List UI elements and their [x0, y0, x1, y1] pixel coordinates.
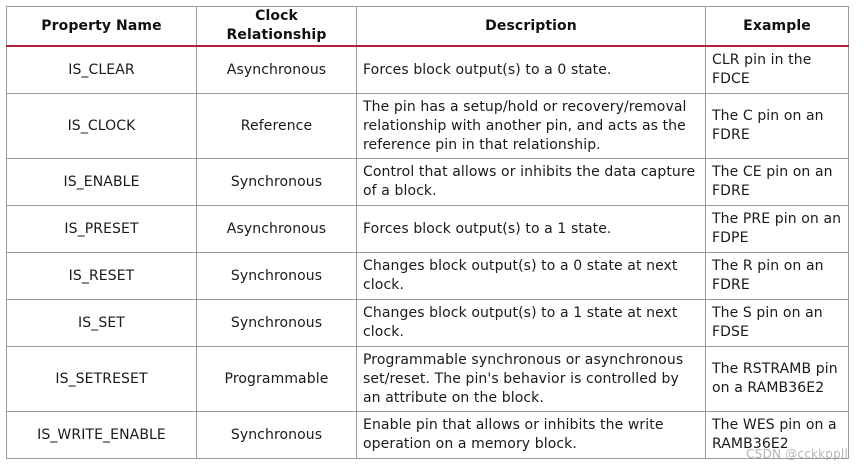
property-name-cell: IS_SET	[6, 299, 197, 347]
header-example: Example	[705, 6, 849, 47]
description-cell: Changes block output(s) to a 0 state at …	[356, 252, 706, 300]
table-row: IS_CLEAR Asynchronous Forces block outpu…	[6, 45, 849, 94]
example-cell: The S pin on an FDSE	[705, 299, 849, 347]
table-header: Property Name Clock Relationship Descrip…	[6, 6, 849, 47]
property-name-cell: IS_RESET	[6, 252, 197, 300]
header-clock-relationship: Clock Relationship	[196, 6, 357, 47]
description-cell: Programmable synchronous or asynchronous…	[356, 346, 706, 412]
table-row: IS_CLOCK Reference The pin has a setup/h…	[6, 93, 849, 159]
property-name-cell: IS_SETRESET	[6, 346, 197, 412]
description-cell: The pin has a setup/hold or recovery/rem…	[356, 93, 706, 159]
table-row: IS_WRITE_ENABLE Synchronous Enable pin t…	[6, 411, 849, 459]
watermark: CSDN @cckkppll	[746, 447, 848, 461]
header-row: Property Name Clock Relationship Descrip…	[6, 6, 849, 47]
clock-relationship-cell: Synchronous	[196, 252, 357, 300]
table-row: IS_PRESET Asynchronous Forces block outp…	[6, 205, 849, 253]
example-cell: CLR pin in the FDCE	[705, 45, 849, 94]
description-cell: Changes block output(s) to a 1 state at …	[356, 299, 706, 347]
description-cell: Control that allows or inhibits the data…	[356, 158, 706, 206]
example-cell: The C pin on an FDRE	[705, 93, 849, 159]
clock-relationship-cell: Synchronous	[196, 411, 357, 459]
clock-relationship-cell: Synchronous	[196, 158, 357, 206]
clock-relationship-cell: Asynchronous	[196, 205, 357, 253]
clock-relationship-cell: Synchronous	[196, 299, 357, 347]
table-row: IS_RESET Synchronous Changes block outpu…	[6, 252, 849, 300]
property-name-cell: IS_WRITE_ENABLE	[6, 411, 197, 459]
description-cell: Forces block output(s) to a 1 state.	[356, 205, 706, 253]
property-name-cell: IS_CLEAR	[6, 45, 197, 94]
header-property-name: Property Name	[6, 6, 197, 47]
example-cell: The RSTRAMB pin on a RAMB36E2	[705, 346, 849, 412]
table-row: IS_ENABLE Synchronous Control that allow…	[6, 158, 849, 206]
property-name-cell: IS_PRESET	[6, 205, 197, 253]
table-body: IS_CLEAR Asynchronous Forces block outpu…	[6, 45, 849, 459]
example-cell: The CE pin on an FDRE	[705, 158, 849, 206]
header-description: Description	[356, 6, 706, 47]
example-cell: The WES pin on a RAMB36E2	[705, 411, 849, 459]
clock-relationship-cell: Reference	[196, 93, 357, 159]
property-name-cell: IS_ENABLE	[6, 158, 197, 206]
clock-relationship-cell: Asynchronous	[196, 45, 357, 94]
property-name-cell: IS_CLOCK	[6, 93, 197, 159]
pin-property-table-container: Property Name Clock Relationship Descrip…	[6, 6, 849, 459]
example-cell: The PRE pin on an FDPE	[705, 205, 849, 253]
table-row: IS_SETRESET Programmable Programmable sy…	[6, 346, 849, 412]
table-row: IS_SET Synchronous Changes block output(…	[6, 299, 849, 347]
clock-relationship-cell: Programmable	[196, 346, 357, 412]
description-cell: Enable pin that allows or inhibits the w…	[356, 411, 706, 459]
example-cell: The R pin on an FDRE	[705, 252, 849, 300]
description-cell: Forces block output(s) to a 0 state.	[356, 45, 706, 94]
pin-property-table: Property Name Clock Relationship Descrip…	[6, 6, 849, 459]
